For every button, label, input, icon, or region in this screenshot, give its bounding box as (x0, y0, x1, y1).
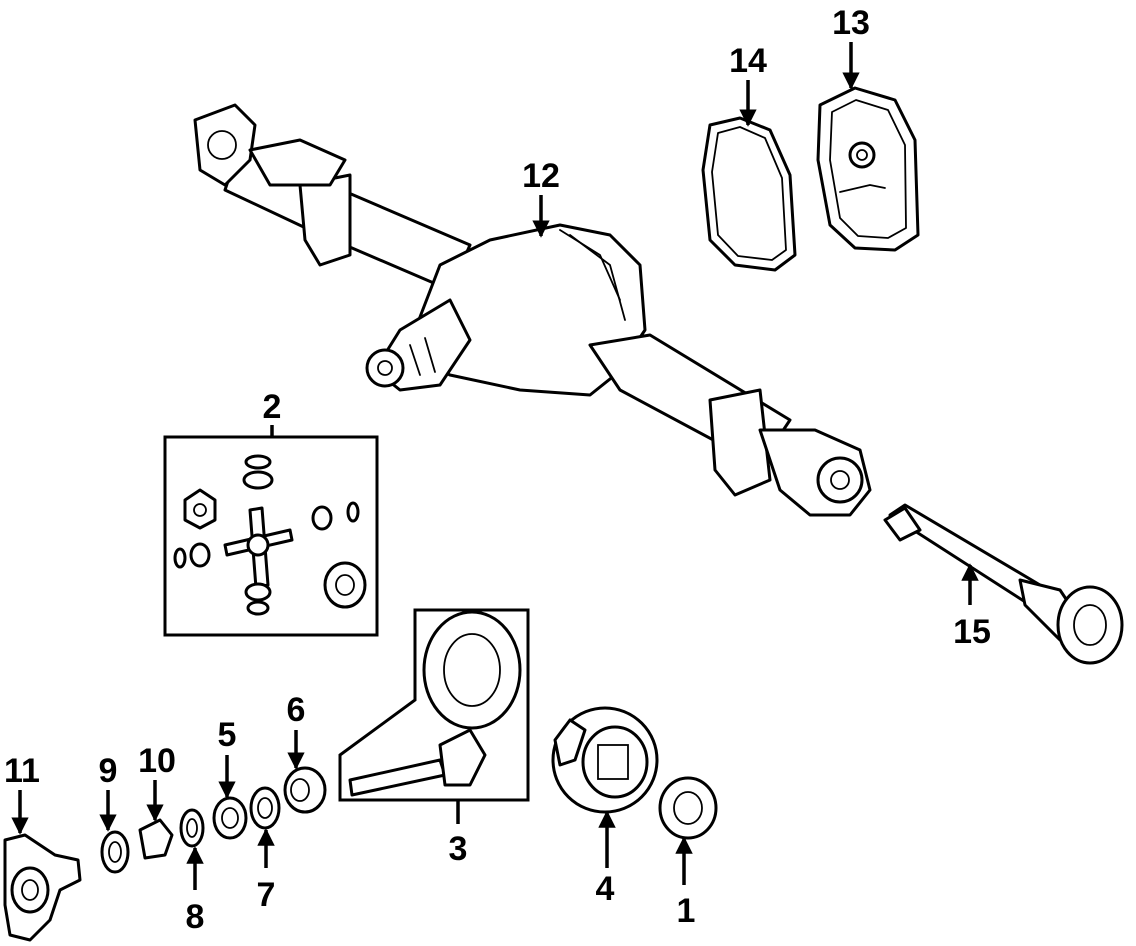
callout-10: 10 (138, 742, 176, 780)
leader-lines (11, 42, 979, 890)
callout-2: 2 (263, 388, 282, 426)
callout-13: 13 (832, 4, 870, 42)
differential-cover (816, 86, 920, 252)
callout-15: 15 (953, 613, 991, 651)
axle-housing (193, 103, 872, 517)
callout-7: 7 (257, 876, 276, 914)
differential-case (551, 706, 659, 814)
callout-14: 14 (729, 42, 767, 80)
callout-11: 11 (4, 752, 40, 790)
callout-4: 4 (596, 870, 615, 908)
callout-6: 6 (287, 691, 306, 729)
differential-gear-kit-box (163, 435, 379, 637)
axle-shaft (883, 503, 1124, 665)
carrier-bearing (658, 776, 718, 840)
cover-gasket (701, 116, 797, 272)
callout-1: 1 (677, 892, 696, 930)
callout-12: 12 (522, 157, 560, 195)
callout-5: 5 (218, 716, 237, 754)
pinion-parts (100, 766, 327, 874)
callout-3: 3 (449, 830, 468, 868)
callout-labels: 12 13 14 15 2 3 4 1 5 6 7 8 9 10 11 (4, 4, 991, 936)
ring-pinion-box (338, 608, 530, 802)
callout-9: 9 (99, 752, 118, 790)
pinion-yoke (3, 833, 82, 942)
callout-8: 8 (186, 898, 205, 936)
